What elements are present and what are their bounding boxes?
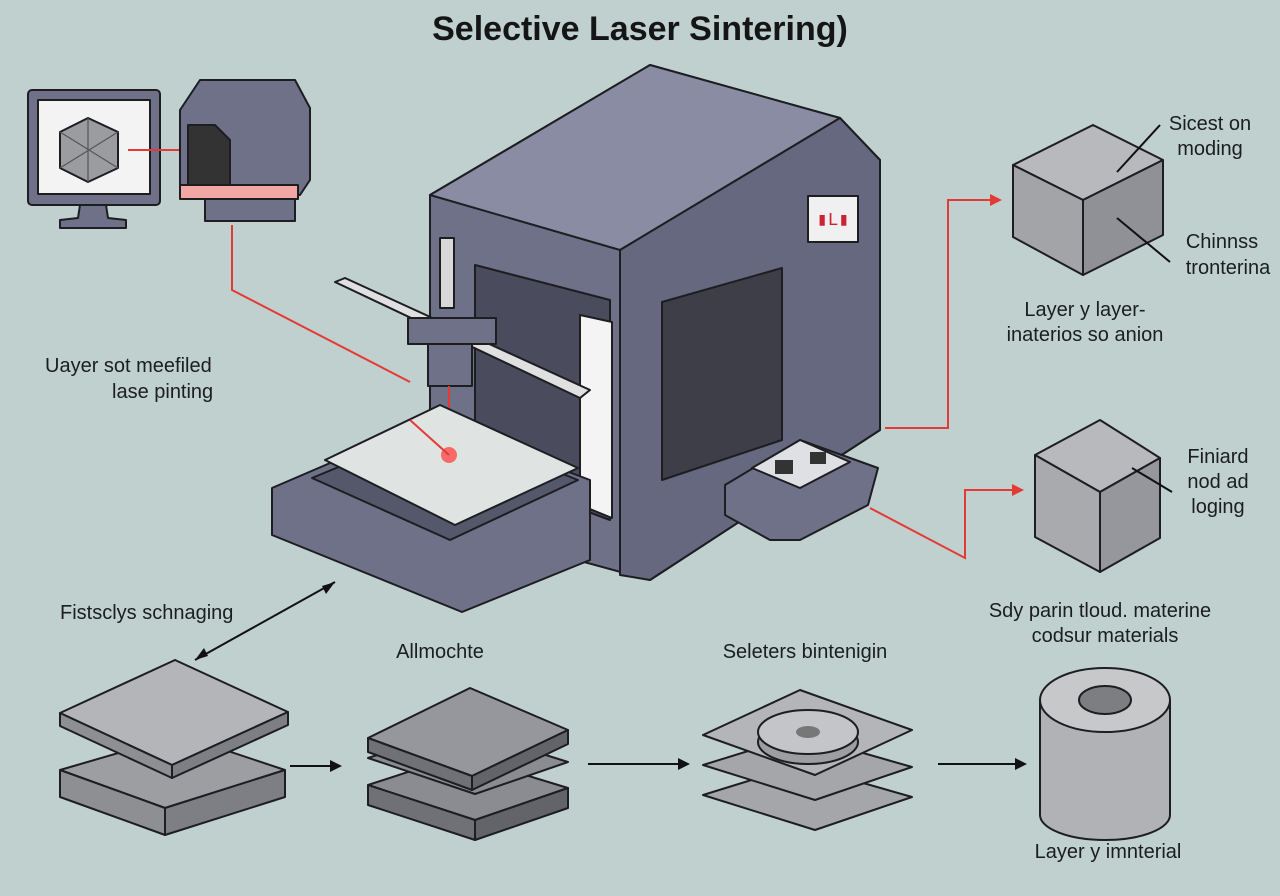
porous-cube-icon — [1012, 124, 1171, 276]
powder-layers-icon — [59, 659, 289, 836]
control-panel-icon — [724, 439, 879, 541]
cylinder-part-icon — [1039, 667, 1171, 841]
label-laser-printing-2: lase pinting — [112, 381, 213, 403]
label-cube2-caption1: Sdy parin tloud. materine — [989, 600, 1211, 622]
diagram-title: Selective Laser Sintering) — [432, 10, 848, 48]
sls-machine-icon: ▮L▮ — [271, 64, 881, 613]
label-cube1-side2: tronterina — [1186, 257, 1271, 279]
label-cube2-2: nod ad — [1187, 471, 1248, 493]
label-step-3: Seleters bintenigin — [723, 641, 888, 663]
cad-model-icon — [59, 117, 119, 183]
svg-text:▮L▮: ▮L▮ — [817, 211, 849, 231]
stacked-layers-icon — [367, 687, 569, 841]
label-cube1-caption2: inaterios so anion — [1007, 324, 1164, 346]
label-cube1-top2: moding — [1177, 138, 1243, 160]
monitor-icon — [27, 89, 161, 229]
label-cube1-side: Chinnss — [1186, 231, 1258, 253]
label-laser-printing-1: Uayer sot meefiled — [45, 355, 212, 377]
laser-unit-icon — [179, 79, 311, 222]
label-cube1-top: Sicest on — [1169, 113, 1251, 135]
label-step-2: Allmochte — [396, 641, 484, 663]
label-final-part: Layer y imnterial — [1035, 841, 1182, 863]
finished-cube-icon — [1034, 419, 1173, 573]
label-cube2-caption2: codsur materials — [1032, 625, 1179, 647]
label-cube2-3: loging — [1191, 496, 1244, 518]
label-powder-spreading: Fistsclys schnaging — [60, 602, 233, 624]
label-cube1-caption1: Layer y layer- — [1024, 299, 1145, 321]
label-cube2-1: Finiard — [1187, 446, 1248, 468]
sintered-layers-icon — [702, 689, 913, 831]
